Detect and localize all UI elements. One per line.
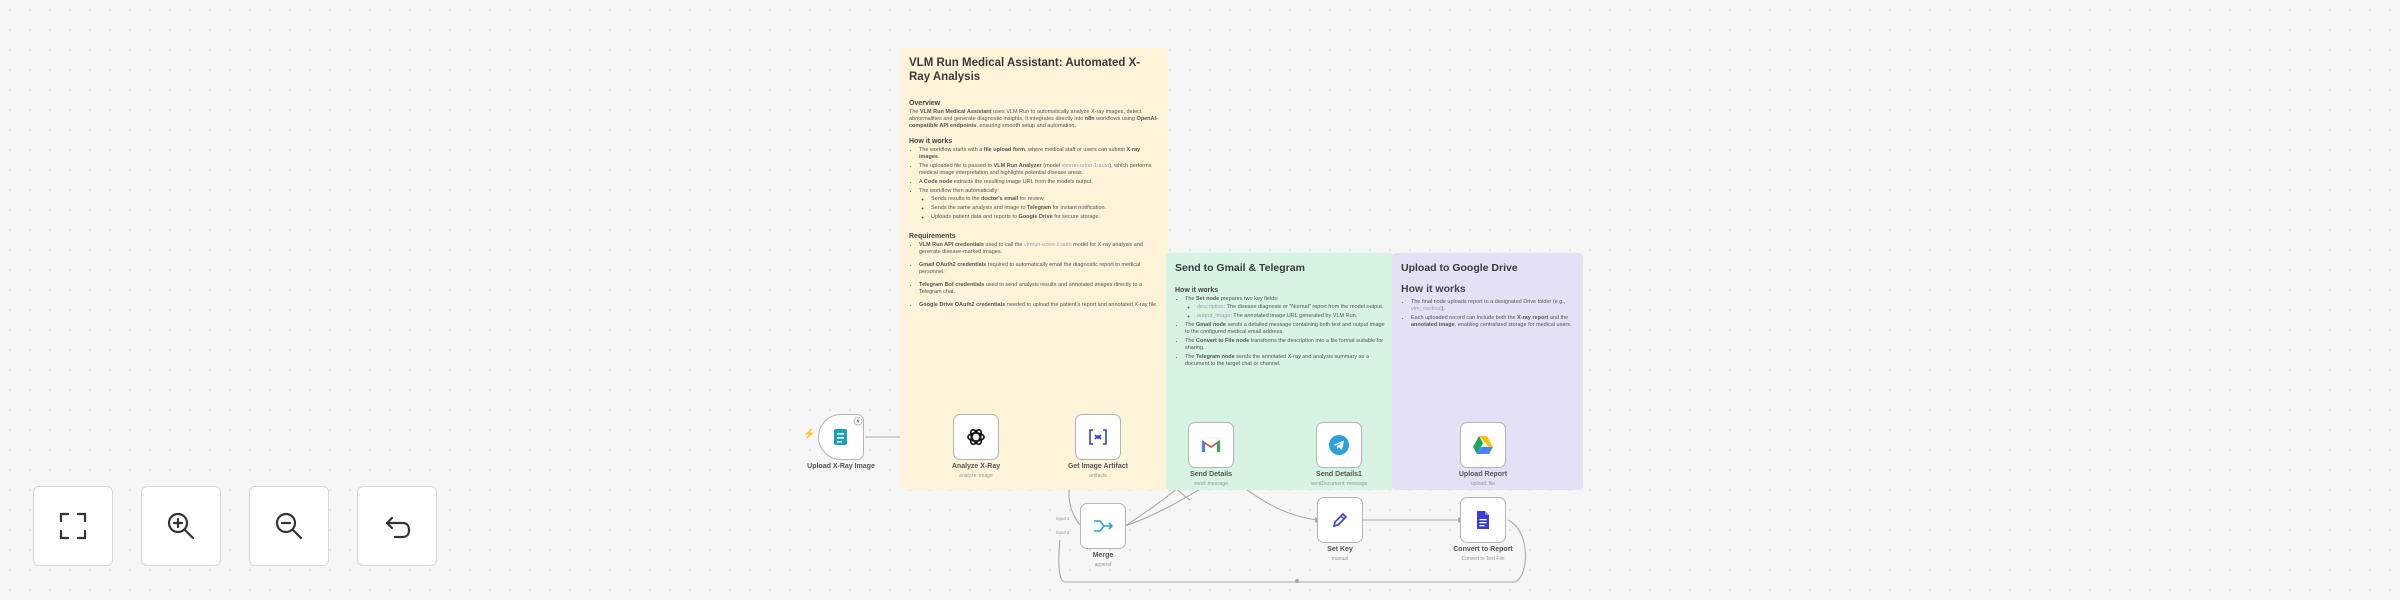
node-analyze-xray[interactable]: [953, 414, 999, 460]
node-subtitle: artifacts: [1089, 473, 1107, 479]
how-list: The workflow starts with a file upload f…: [909, 147, 1159, 221]
list-item: The Convert to File node transforms the …: [1185, 338, 1385, 352]
list-item: The final node uploads report to a desig…: [1411, 299, 1574, 313]
merge-input-1-label: input 1: [1056, 516, 1070, 521]
gmail-icon: [1200, 437, 1222, 453]
node-upload-report[interactable]: [1460, 422, 1506, 468]
list-item: description: The disease diagnosis or "N…: [1197, 304, 1385, 311]
node-label: Get Image Artifact: [1067, 463, 1129, 470]
node-label: Analyze X-Ray: [951, 463, 1001, 470]
list-item: The Gmail node sends a detailed message …: [1185, 322, 1385, 336]
list-item: The workflow starts with a file upload f…: [919, 147, 1159, 161]
trigger-marker-icon: ⚡: [803, 429, 816, 440]
brackets-icon: [1089, 429, 1107, 445]
list-item: Gmail OAuth2 credentials required to aut…: [919, 262, 1159, 276]
file-convert-icon: [1477, 511, 1489, 529]
zoom-in-button[interactable]: [141, 486, 221, 566]
merge-icon: [1094, 520, 1114, 532]
list-item: The Set node prepares two key fields: de…: [1185, 296, 1385, 320]
overview-text: The VLM Run Medical Assistant uses VLM R…: [909, 109, 1158, 129]
note-title: Send to Gmail & Telegram: [1175, 262, 1305, 274]
list-item: Uploads patient data and reports to Goog…: [931, 214, 1159, 221]
fit-view-button[interactable]: [33, 486, 113, 566]
node-set-key[interactable]: [1317, 497, 1363, 543]
zoom-out-icon: [275, 512, 303, 540]
node-label: Merge: [1092, 552, 1114, 559]
node-send-details-gmail[interactable]: [1188, 422, 1234, 468]
node-label: Convert to Report: [1453, 546, 1513, 553]
zoom-out-button[interactable]: [249, 486, 329, 566]
node-subtitle: analyze: image: [959, 473, 993, 479]
requirements-list: VLM Run API credentials used to call the…: [909, 242, 1159, 309]
send-list: The Set node prepares two key fields: de…: [1175, 296, 1385, 368]
list-item: Telegram Bot credentials used to send an…: [919, 282, 1159, 296]
undo-icon: [385, 516, 411, 539]
node-merge[interactable]: [1080, 503, 1126, 549]
list-item: The Telegram node sends the annotated X-…: [1185, 354, 1385, 368]
lightning-icon: [853, 416, 863, 426]
requirements-heading: Requirements: [909, 233, 956, 240]
node-send-details-telegram[interactable]: [1316, 422, 1362, 468]
node-label: Upload Report: [1458, 471, 1508, 478]
list-item: The uploaded file is passed to VLM Run A…: [919, 163, 1159, 177]
sticky-note-overview[interactable]: VLM Run Medical Assistant: Automated X-R…: [900, 48, 1168, 490]
node-convert-to-report[interactable]: [1460, 497, 1506, 543]
telegram-icon: [1329, 435, 1349, 455]
node-label: Send Details1: [1316, 471, 1362, 478]
overview-heading: Overview: [909, 100, 941, 107]
merge-input-2-label: input 2: [1056, 530, 1070, 535]
openai-icon: [967, 428, 985, 446]
list-item: output_image: The annotated image URL ge…: [1197, 313, 1385, 320]
node-subtitle: manual: [1331, 556, 1349, 562]
note-title: Upload to Google Drive: [1401, 262, 1518, 274]
node-subtitle: sendDocument: message: [1310, 481, 1368, 487]
note-title: VLM Run Medical Assistant: Automated X-R…: [909, 57, 1141, 83]
node-subtitle: Convert to Text File: [1461, 556, 1505, 562]
node-subtitle: append: [1094, 562, 1112, 568]
node-subtitle: upload: file: [1470, 481, 1496, 487]
list-item: Google Drive OAuth2 credentials needed t…: [919, 302, 1159, 309]
sticky-note-upload[interactable]: Upload to Google Drive How it works The …: [1392, 253, 1583, 490]
pencil-icon: [1332, 512, 1348, 528]
fullscreen-icon: [59, 512, 87, 540]
node-subtitle: send: message: [1194, 481, 1228, 487]
list-item: Each uploaded record can include both th…: [1411, 315, 1574, 329]
node-label: Send Details: [1189, 471, 1232, 478]
node-label: Upload X-Ray Image: [807, 463, 875, 470]
how-heading: How it works: [1401, 283, 1466, 295]
node-label: Set Key: [1327, 546, 1353, 553]
google-drive-icon: [1473, 436, 1493, 454]
list-item: VLM Run API credentials used to call the…: [919, 242, 1159, 256]
zoom-in-icon: [167, 512, 195, 540]
form-icon: [834, 429, 847, 445]
list-item: Sends the same analysis and image to Tel…: [931, 205, 1159, 212]
list-item: Sends results to the doctor's email for …: [931, 196, 1159, 203]
how-heading: How it works: [909, 138, 953, 145]
upload-list: The final node uploads report to a desig…: [1401, 299, 1574, 329]
how-heading: How it works: [1175, 287, 1219, 294]
node-get-image-artifact[interactable]: [1075, 414, 1121, 460]
list-item: A Code node extracts the resulting image…: [919, 179, 1159, 186]
list-item: The workflow then automatically: Sends r…: [919, 188, 1159, 221]
reset-zoom-button[interactable]: [357, 486, 437, 566]
